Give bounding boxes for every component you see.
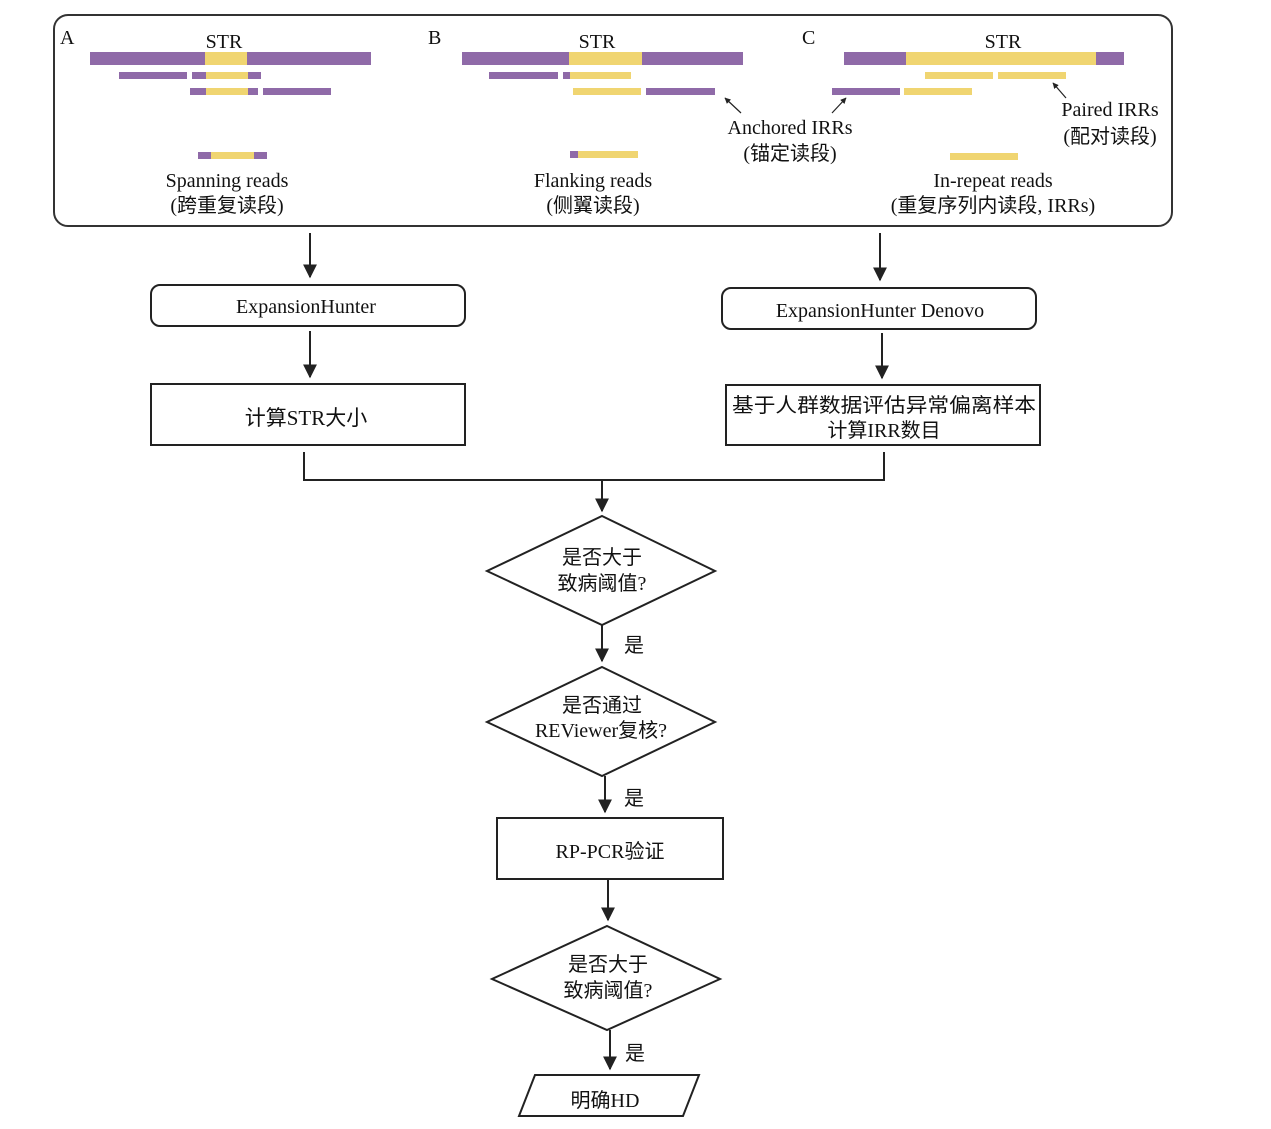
panel-c-letter: C [802, 27, 815, 49]
decision-threshold-2 [489, 924, 723, 1032]
read [904, 88, 972, 95]
calc-str-size-box [150, 383, 466, 446]
reference-flank-right [247, 52, 371, 65]
spanning-reads-caption: Spanning reads [166, 170, 289, 192]
anchored-irrs-label-zh: (锚定读段) [743, 142, 836, 165]
calc-irr-box [725, 384, 1041, 446]
anchored-arrow [724, 97, 742, 114]
decision2-line2: REViewer复核? [535, 719, 667, 742]
read [573, 88, 641, 95]
reference-flank-left [462, 52, 569, 65]
calc-irr-label-line2: 计算IRR数目 [827, 419, 940, 442]
read [263, 88, 331, 95]
panel-b: B STR Flanking reads (侧翼读段) [428, 27, 743, 217]
paired-irrs-label-zh: (配对读段) [1063, 125, 1156, 148]
reference-str [906, 52, 1096, 65]
reference-str [205, 52, 247, 65]
read [832, 88, 900, 95]
panel-b-reads [462, 52, 743, 158]
panel-b-str-label: STR [579, 31, 616, 53]
panel-c-reads [832, 52, 1124, 160]
decision1-line2: 致病阈值? [558, 572, 647, 595]
anchored-irrs-annotation: Anchored IRRs (锚定读段) [724, 97, 853, 165]
decision-threshold-1 [484, 514, 718, 627]
merge-connector [303, 452, 885, 481]
spanning-reads-caption-zh: (跨重复读段) [170, 194, 283, 217]
result-parallelogram [517, 1074, 701, 1117]
read [206, 72, 248, 79]
read [489, 72, 558, 79]
reference-flank-right [642, 52, 743, 65]
yes-label-2: 是 [624, 788, 644, 810]
expansionhunter-box [150, 284, 466, 327]
rp-pcr-box [496, 817, 724, 880]
reference-flank-left [90, 52, 205, 65]
in-repeat-reads-caption: In-repeat reads [933, 170, 1053, 192]
rp-pcr-label: RP-PCR验证 [556, 840, 665, 863]
calc-irr-label-line1: 基于人群数据评估异常偏离样本 [732, 394, 1036, 417]
read [248, 88, 258, 95]
read [190, 88, 206, 95]
read [563, 72, 570, 79]
calc-str-size-label: 计算STR大小 [245, 406, 368, 430]
read [119, 72, 187, 79]
flanking-reads-caption-zh: (侧翼读段) [546, 194, 639, 217]
result-label: 明确HD [571, 1089, 640, 1112]
read [998, 72, 1066, 79]
spanning-read-example [211, 152, 254, 159]
decision2-line1: 是否通过 [562, 694, 642, 717]
decision1-line1: 是否大于 [562, 546, 642, 569]
anchored-arrow [831, 97, 847, 114]
reference-flank-right [1096, 52, 1124, 65]
read [192, 72, 206, 79]
yes-label-1: 是 [624, 635, 644, 657]
read [646, 88, 715, 95]
expansionhunter-denovo-label: ExpansionHunter Denovo [776, 300, 984, 322]
panel-b-letter: B [428, 27, 441, 49]
panel-a-letter: A [60, 27, 75, 49]
panel-a: A STR Spanning reads (跨重复读段) [60, 27, 371, 217]
anchored-irrs-label: Anchored IRRs [728, 117, 853, 139]
decision3-line1: 是否大于 [568, 953, 648, 976]
read [206, 88, 248, 95]
yes-label-3: 是 [625, 1043, 645, 1065]
spanning-read-example [198, 152, 211, 159]
paired-irrs-annotation: Paired IRRs (配对读段) [1052, 82, 1159, 148]
expansionhunter-denovo-box [721, 287, 1037, 330]
panel-c: C STR In-repeat reads (重复序列内读段, IRRs) [802, 27, 1124, 217]
read [248, 72, 261, 79]
reads-panel [53, 14, 1173, 227]
flanking-reads-caption: Flanking reads [534, 170, 653, 192]
decision3-line2: 致病阈值? [564, 979, 653, 1002]
in-repeat-reads-caption-zh: (重复序列内读段, IRRs) [891, 194, 1095, 217]
flanking-read-example [570, 151, 578, 158]
in-repeat-read-example [950, 153, 1018, 160]
reference-str [569, 52, 642, 65]
reference-flank-left [844, 52, 906, 65]
decision-reviewer [484, 665, 718, 778]
read [925, 72, 993, 79]
panel-a-reads [90, 52, 371, 159]
flanking-read-example [578, 151, 638, 158]
expansionhunter-label: ExpansionHunter [236, 296, 376, 318]
paired-arrow [1052, 82, 1067, 99]
paired-irrs-label: Paired IRRs [1061, 99, 1158, 121]
panel-c-str-label: STR [985, 31, 1022, 53]
panel-a-str-label: STR [206, 31, 243, 53]
read [570, 72, 631, 79]
spanning-read-example [254, 152, 267, 159]
